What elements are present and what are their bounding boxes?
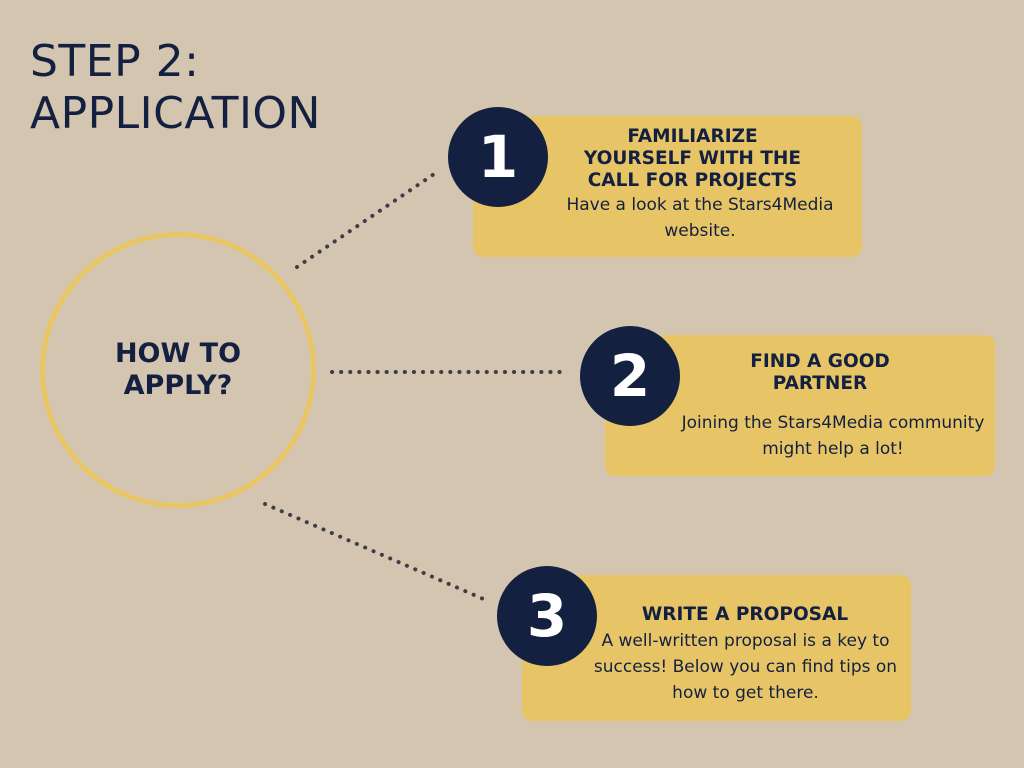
center-circle: HOW TO APPLY? (40, 232, 316, 508)
step-description-3: A well-written proposal is a key to succ… (593, 631, 898, 703)
step-description-1: Have a look at the Stars4Media website. (566, 195, 834, 241)
step-title-1: FAMILIARIZE YOURSELF WITH THE CALL FOR P… (583, 126, 802, 191)
step-number-badge-1: 1 (448, 107, 548, 207)
step-number-badge-2: 2 (580, 326, 680, 426)
connector-line-step-3 (263, 502, 490, 603)
center-label: HOW TO APPLY? (114, 338, 242, 401)
step-description-2: Joining the Stars4Media community might … (681, 413, 985, 459)
page-title-line-1: STEP 2: (30, 36, 200, 87)
page-title: STEP 2: APPLICATION (30, 36, 321, 140)
step-title-2: FIND A GOOD PARTNER (750, 351, 890, 394)
connector-line-step-1 (295, 168, 442, 269)
step-title-3: WRITE A PROPOSAL (641, 604, 849, 625)
page-title-line-2: APPLICATION (30, 88, 321, 139)
step-number-badge-3: 3 (497, 566, 597, 666)
